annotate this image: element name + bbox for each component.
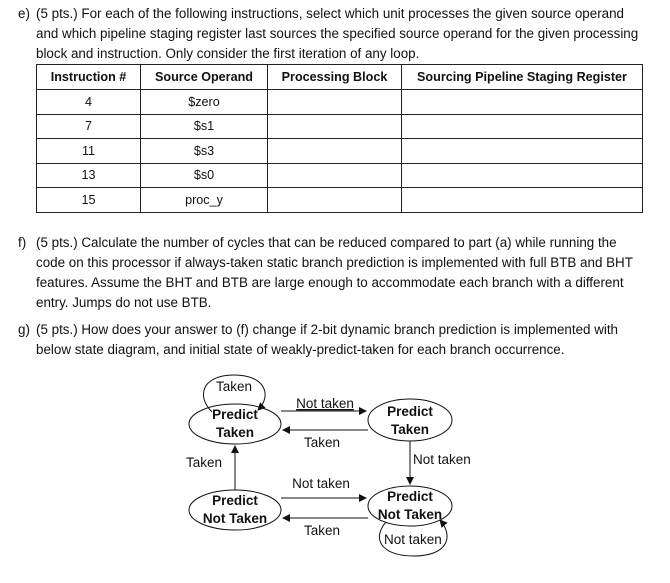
label-snt-to-wnt: Taken [304, 523, 340, 538]
question-f-line1: (5 pts.) Calculate the number of cycles … [36, 235, 617, 250]
operand-table: Instruction # Source Operand Processing … [36, 64, 643, 213]
cell-sourcing-register[interactable] [401, 113, 643, 139]
cell-instruction: 15 [36, 187, 141, 213]
table-row: 13 $s0 [36, 162, 643, 188]
question-f-label: f) [18, 235, 27, 250]
header-processing-block: Processing Block [267, 64, 402, 90]
question-f: f) (5 pts.) Calculate the number of cycle… [18, 233, 648, 313]
table-row: 7 $s1 [36, 113, 643, 139]
state-strong-taken [188, 403, 282, 445]
state-strong-not-taken-line1: Predict [387, 489, 433, 504]
cell-sourcing-register[interactable] [401, 162, 643, 188]
question-g: g) (5 pts.) How does your answer to (f) c… [18, 320, 648, 360]
cell-instruction: 4 [36, 89, 141, 115]
question-e-line1: (5 pts.) For each of the following instr… [36, 6, 625, 21]
cell-processing-block[interactable] [267, 89, 402, 115]
question-e: e) (5 pts.) For each of the following ins… [18, 4, 648, 64]
state-weak-not-taken-line1: Predict [212, 493, 258, 508]
state-strong-taken-line2: Taken [216, 425, 254, 440]
header-sourcing-register: Sourcing Pipeline Staging Register [401, 64, 643, 90]
table-row: 11 $s3 [36, 138, 643, 164]
cell-operand: $s0 [140, 162, 268, 188]
label-self-taken: Taken [216, 379, 252, 394]
cell-sourcing-register[interactable] [401, 187, 643, 213]
label-self-not-taken: Not taken [384, 532, 442, 547]
state-weak-taken-line1: Predict [387, 404, 433, 419]
label-wt-to-st: Taken [304, 435, 340, 450]
cell-instruction: 11 [36, 138, 141, 164]
state-weak-not-taken-line2: Not Taken [203, 511, 267, 526]
question-f-line2: code on this processor if always-taken s… [36, 255, 633, 270]
cell-operand: proc_y [140, 187, 268, 213]
self-loop-not-taken [378, 519, 448, 557]
label-st-to-wt: Not taken [296, 396, 354, 411]
state-strong-not-taken [367, 485, 453, 527]
state-strong-taken-line1: Predict [212, 407, 258, 422]
header-source-operand: Source Operand [140, 64, 268, 90]
label-wnt-to-snt: Not taken [292, 476, 350, 491]
question-g-line1: (5 pts.) How does your answer to (f) cha… [36, 322, 619, 337]
question-g-label: g) [18, 322, 30, 337]
self-loop-taken [202, 374, 266, 413]
table-header-row: Instruction # Source Operand Processing … [36, 64, 643, 90]
label-wt-to-snt: Not taken [413, 452, 471, 467]
question-f-line4: entry. Jumps do not use BTB. [36, 295, 212, 310]
question-f-line3: features. Assume the BHT and BTB are lar… [36, 275, 624, 290]
cell-instruction: 13 [36, 162, 141, 188]
cell-sourcing-register[interactable] [401, 89, 643, 115]
state-weak-taken-line2: Taken [391, 422, 429, 437]
state-strong-not-taken-line2: Not Taken [378, 507, 442, 522]
question-g-line2: below state diagram, and initial state o… [36, 342, 565, 357]
cell-sourcing-register[interactable] [401, 138, 643, 164]
header-instruction: Instruction # [36, 64, 141, 90]
question-e-line2: and which pipeline staging register last… [36, 26, 639, 41]
question-e-line3: block and instruction. Only consider the… [36, 46, 420, 61]
table-row: 15 proc_y [36, 187, 643, 213]
label-wnt-to-st: Taken [186, 455, 222, 470]
question-e-label: e) [18, 6, 30, 21]
table-row: 4 $zero [36, 89, 643, 115]
cell-operand: $zero [140, 89, 268, 115]
